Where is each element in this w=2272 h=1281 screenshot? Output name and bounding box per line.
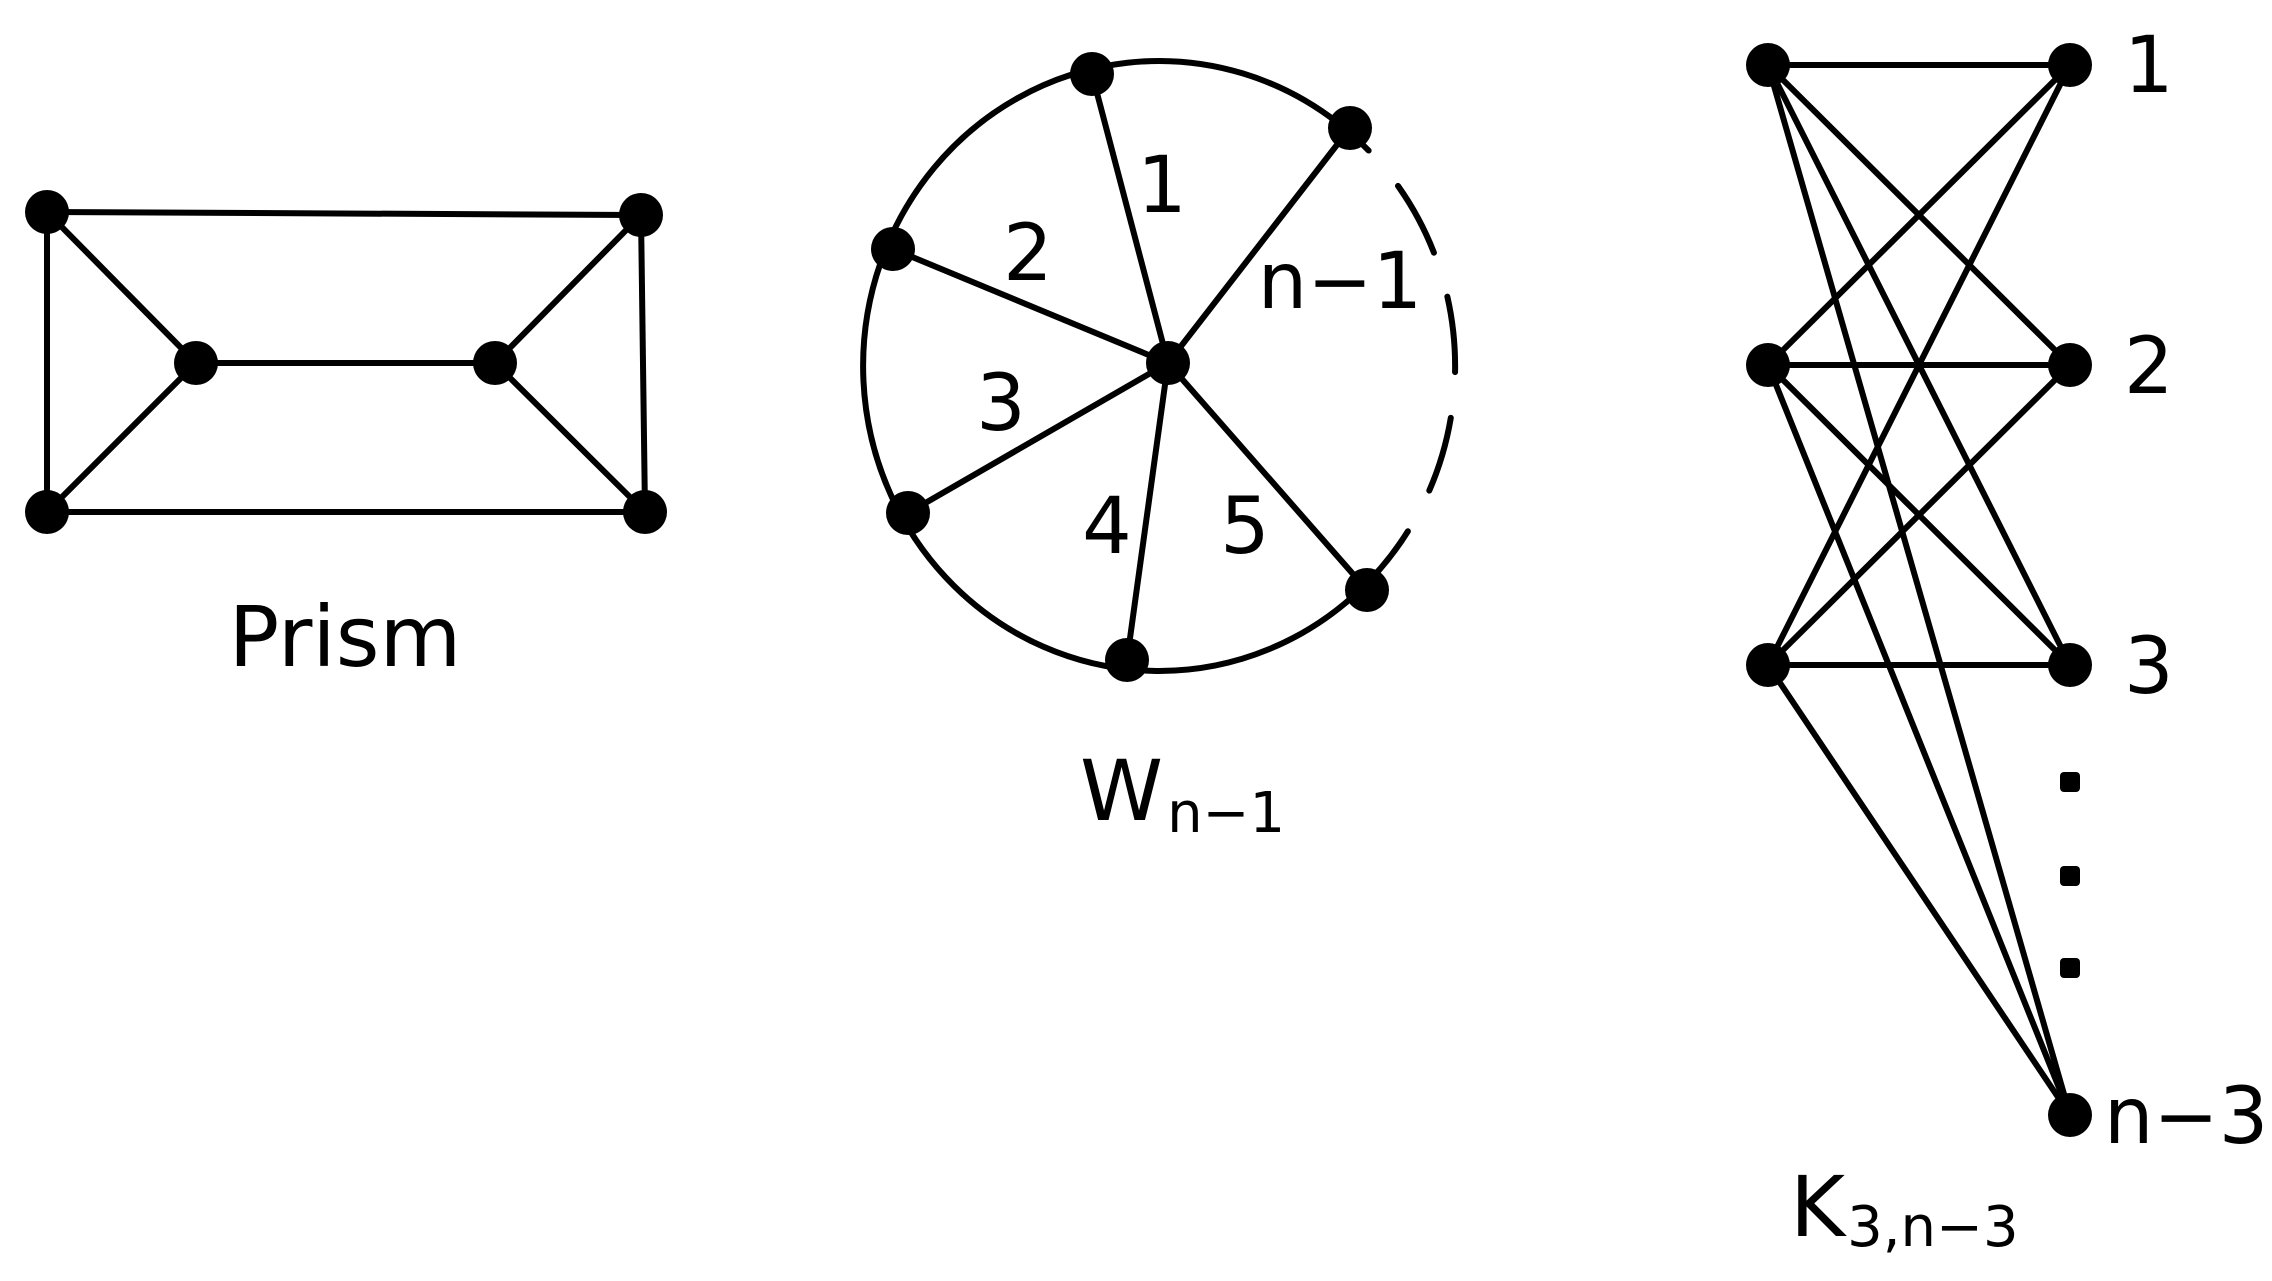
wheel-rim-vertex: [1105, 638, 1149, 682]
wheel-sector-label: 4: [1082, 482, 1132, 572]
prism-graph: Prism: [25, 190, 667, 686]
prism-vertex: [623, 490, 667, 534]
wheel-caption-main: W: [1080, 742, 1163, 840]
wheel-sector-label: 1: [1137, 141, 1187, 231]
bipartite-right-labels: 1 2 3 n−3: [2104, 21, 2268, 1162]
ellipsis-dot: [2060, 958, 2080, 978]
wheel-spoke: [1124, 360, 1171, 663]
prism-edge: [44, 209, 199, 366]
wheel-caption-subscript: n−1: [1167, 781, 1285, 846]
prism-vertex: [473, 341, 517, 385]
prism-vertices: [25, 190, 667, 534]
bipartite-edge: [1765, 62, 2073, 368]
wheel-sector-label: 5: [1220, 482, 1270, 572]
wheel-sector-label: n−1: [1258, 237, 1422, 327]
wheel-rim-vertex: [886, 491, 930, 535]
bipartite-left-vertex: [1746, 343, 1790, 387]
ellipsis-dots: [2060, 772, 2080, 978]
wheel-spoke: [1089, 71, 1171, 366]
right-vertex-label: n−3: [2104, 1072, 2268, 1162]
bipartite-left-vertex: [1746, 43, 1790, 87]
wheel-rim-solid: [860, 58, 1363, 674]
prism-edge: [44, 360, 199, 515]
wheel-rim-dashed: [1335, 120, 1459, 593]
prism-edge: [638, 212, 648, 515]
wheel-rim-vertex: [871, 227, 915, 271]
wheel-spoke: [905, 360, 1171, 516]
bipartite-caption-main: K: [1790, 1158, 1847, 1256]
bipartite-left-vertex: [1746, 643, 1790, 687]
prism-vertex: [619, 193, 663, 237]
bipartite-caption-subscript: 3,n−3: [1847, 1195, 2018, 1260]
right-vertex-label: 2: [2124, 322, 2174, 412]
bipartite-edge: [1765, 62, 2073, 1118]
bipartite-edges: [1765, 62, 2073, 1118]
wheel-spoke: [1165, 360, 1370, 593]
prism-edges: [44, 209, 648, 515]
bipartite-right-vertex: [2048, 343, 2092, 387]
wheel-graph: 1 2 3 4 5 n−1 Wn−1: [860, 52, 1459, 846]
bipartite-edge: [1765, 362, 2073, 668]
bipartite-right-vertex: [2048, 1093, 2092, 1137]
bipartite-edge: [1765, 362, 2073, 1118]
bipartite-right-vertex: [2048, 643, 2092, 687]
bipartite-vertices: [1746, 43, 2092, 1137]
wheel-rim-vertex: [1345, 568, 1389, 612]
prism-vertex: [174, 341, 218, 385]
wheel-sector-label: 2: [1003, 209, 1053, 299]
right-vertex-label: 1: [2124, 21, 2174, 111]
prism-edge: [492, 360, 648, 515]
prism-edge: [44, 209, 644, 218]
wheel-spoke: [1165, 125, 1353, 366]
right-vertex-label: 3: [2124, 622, 2174, 712]
wheel-caption: Wn−1: [1080, 742, 1285, 846]
bipartite-edge: [1765, 62, 2073, 668]
wheel-hub-vertex: [1146, 341, 1190, 385]
wheel-vertices: [871, 52, 1389, 682]
prism-vertex: [25, 490, 69, 534]
prism-caption: Prism: [229, 588, 462, 686]
wheel-rim-vertex: [1328, 106, 1372, 150]
bipartite-edge: [1765, 662, 2073, 1118]
prism-vertex: [25, 190, 69, 234]
wheel-sector-label: 3: [976, 359, 1026, 449]
bipartite-graph: 1 2 3 n−3 K3,n−3: [1746, 21, 2268, 1260]
ellipsis-dot: [2060, 772, 2080, 792]
wheel-sector-labels: 1 2 3 4 5 n−1: [976, 141, 1422, 572]
prism-edge: [492, 212, 644, 366]
wheel-spokes: [890, 71, 1370, 663]
wheel-rim-vertex: [1070, 52, 1114, 96]
bipartite-right-vertex: [2048, 43, 2092, 87]
bipartite-caption: K3,n−3: [1790, 1158, 2019, 1260]
ellipsis-dot: [2060, 866, 2080, 886]
wheel-spoke: [890, 246, 1171, 366]
